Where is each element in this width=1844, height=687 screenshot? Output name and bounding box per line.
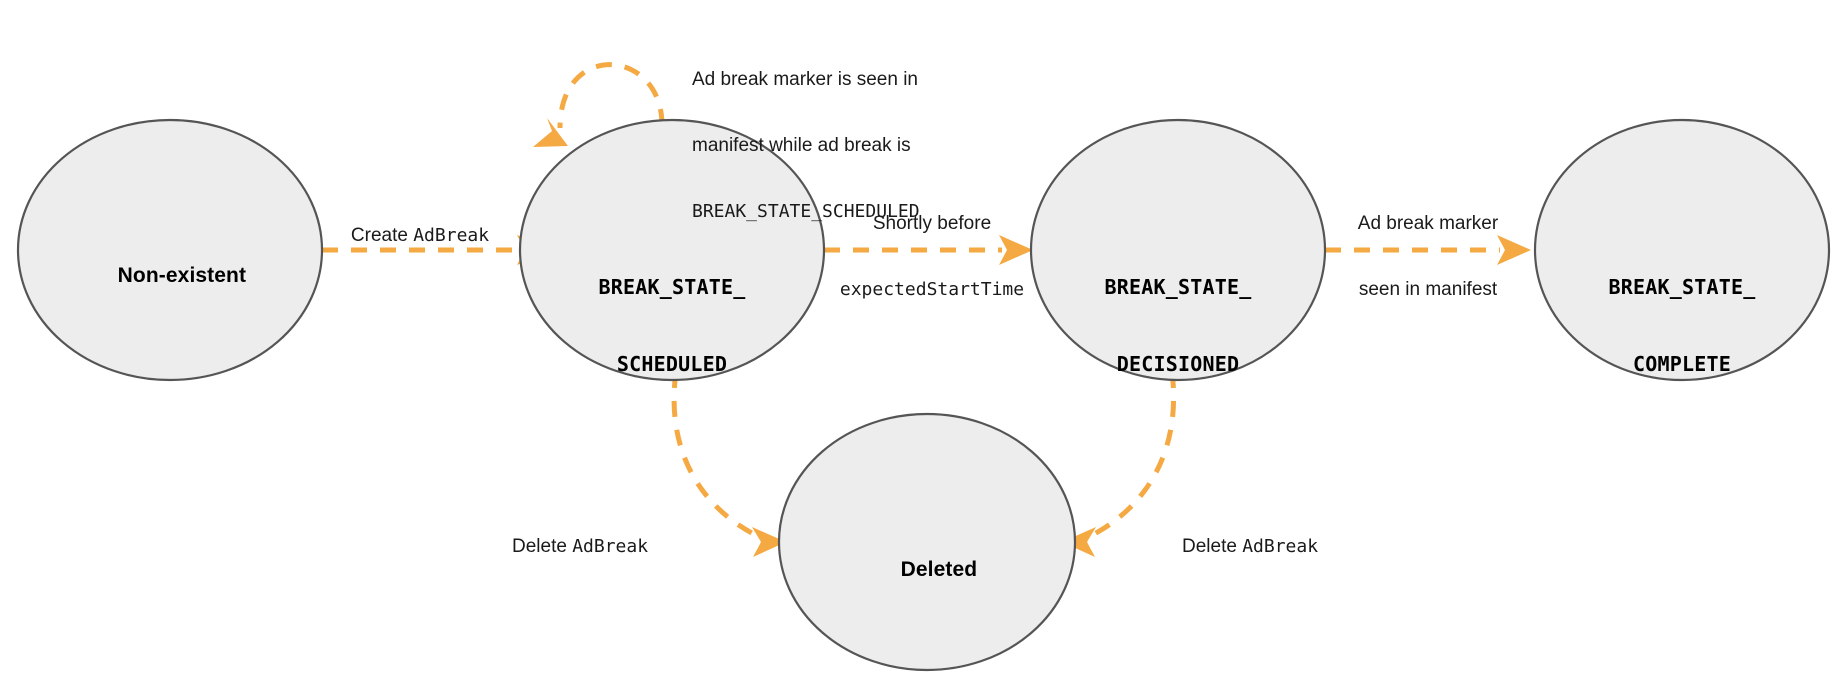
node-break-state-scheduled[interactable]: [518, 118, 826, 382]
arrow-head-icon: [999, 235, 1033, 265]
arrow-head-icon: [533, 118, 568, 147]
edge-marker-seen-while-scheduled: [533, 62, 665, 147]
node-non-existent[interactable]: [16, 118, 324, 382]
arrow-head-icon: [1497, 235, 1531, 265]
node-deleted[interactable]: [777, 412, 1077, 672]
node-break-state-decisioned[interactable]: [1029, 118, 1327, 382]
node-break-state-complete[interactable]: [1533, 118, 1831, 382]
arrow-head-icon: [1062, 527, 1096, 557]
edge-create-adbreak: [322, 235, 551, 265]
edge-delete-adbreak-from-decisioned: [1062, 371, 1177, 557]
edge-delete-adbreak-from-scheduled: [671, 371, 786, 557]
edge-shortly-before-expected-start-time: [824, 235, 1033, 265]
arrow-head-icon: [752, 527, 786, 557]
edge-marker-seen-in-manifest: [1325, 235, 1531, 265]
